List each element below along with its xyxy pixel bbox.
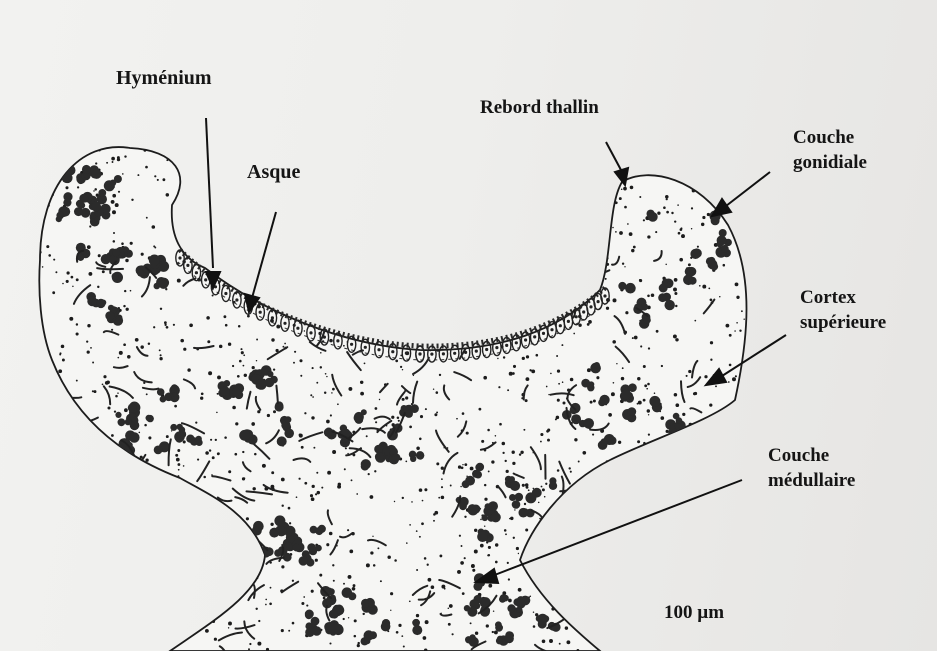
- label-asque: Asque: [247, 160, 300, 185]
- thallus-outline: [39, 147, 746, 651]
- label-cortex-superieure: Cortex supérieure: [800, 285, 886, 335]
- label-couche-medullaire: Couche médullaire: [768, 443, 855, 493]
- scale-bar-label: 100 µm: [664, 600, 724, 625]
- label-hymenium: Hyménium: [116, 66, 212, 91]
- label-rebord-thallin: Rebord thallin: [480, 95, 599, 120]
- arrow-asque: [252, 212, 276, 298]
- arrow-gonidiale: [726, 172, 770, 206]
- arrow-hymenium: [206, 118, 213, 268]
- label-couche-gonidiale: Couche gonidiale: [793, 125, 867, 175]
- arrow-rebord: [606, 142, 621, 170]
